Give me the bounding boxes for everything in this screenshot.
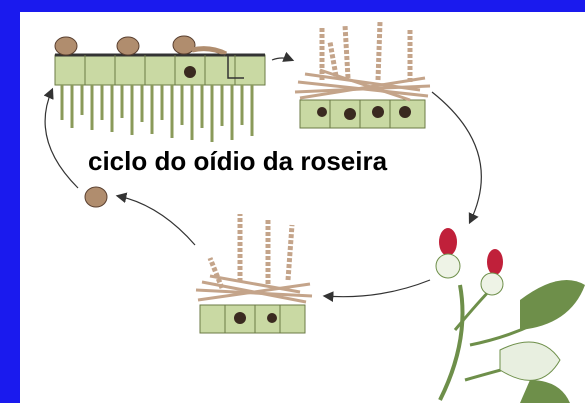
stage-spore-germination-on-leaf	[54, 35, 266, 142]
arrow-stage5-to-stage1	[43, 87, 79, 189]
stage-conidiophores-on-tissue	[195, 214, 313, 334]
stage-mycelium-with-conidiophores	[294, 21, 431, 129]
arrow-stage4-to-stage5	[115, 192, 196, 246]
cycle-arrows	[43, 51, 482, 302]
arrow-stage3-to-stage4	[322, 279, 431, 302]
arrow-stage1-to-stage2	[271, 51, 295, 62]
diagram-panel	[20, 12, 585, 403]
arrow-stage2-to-stage3	[431, 91, 482, 225]
stage-airborne-spore	[84, 186, 108, 208]
stage-infected-rose-shoot	[435, 228, 585, 403]
diagram-title: ciclo do oídio da roseira	[88, 146, 388, 176]
life-cycle-diagram	[43, 21, 585, 403]
